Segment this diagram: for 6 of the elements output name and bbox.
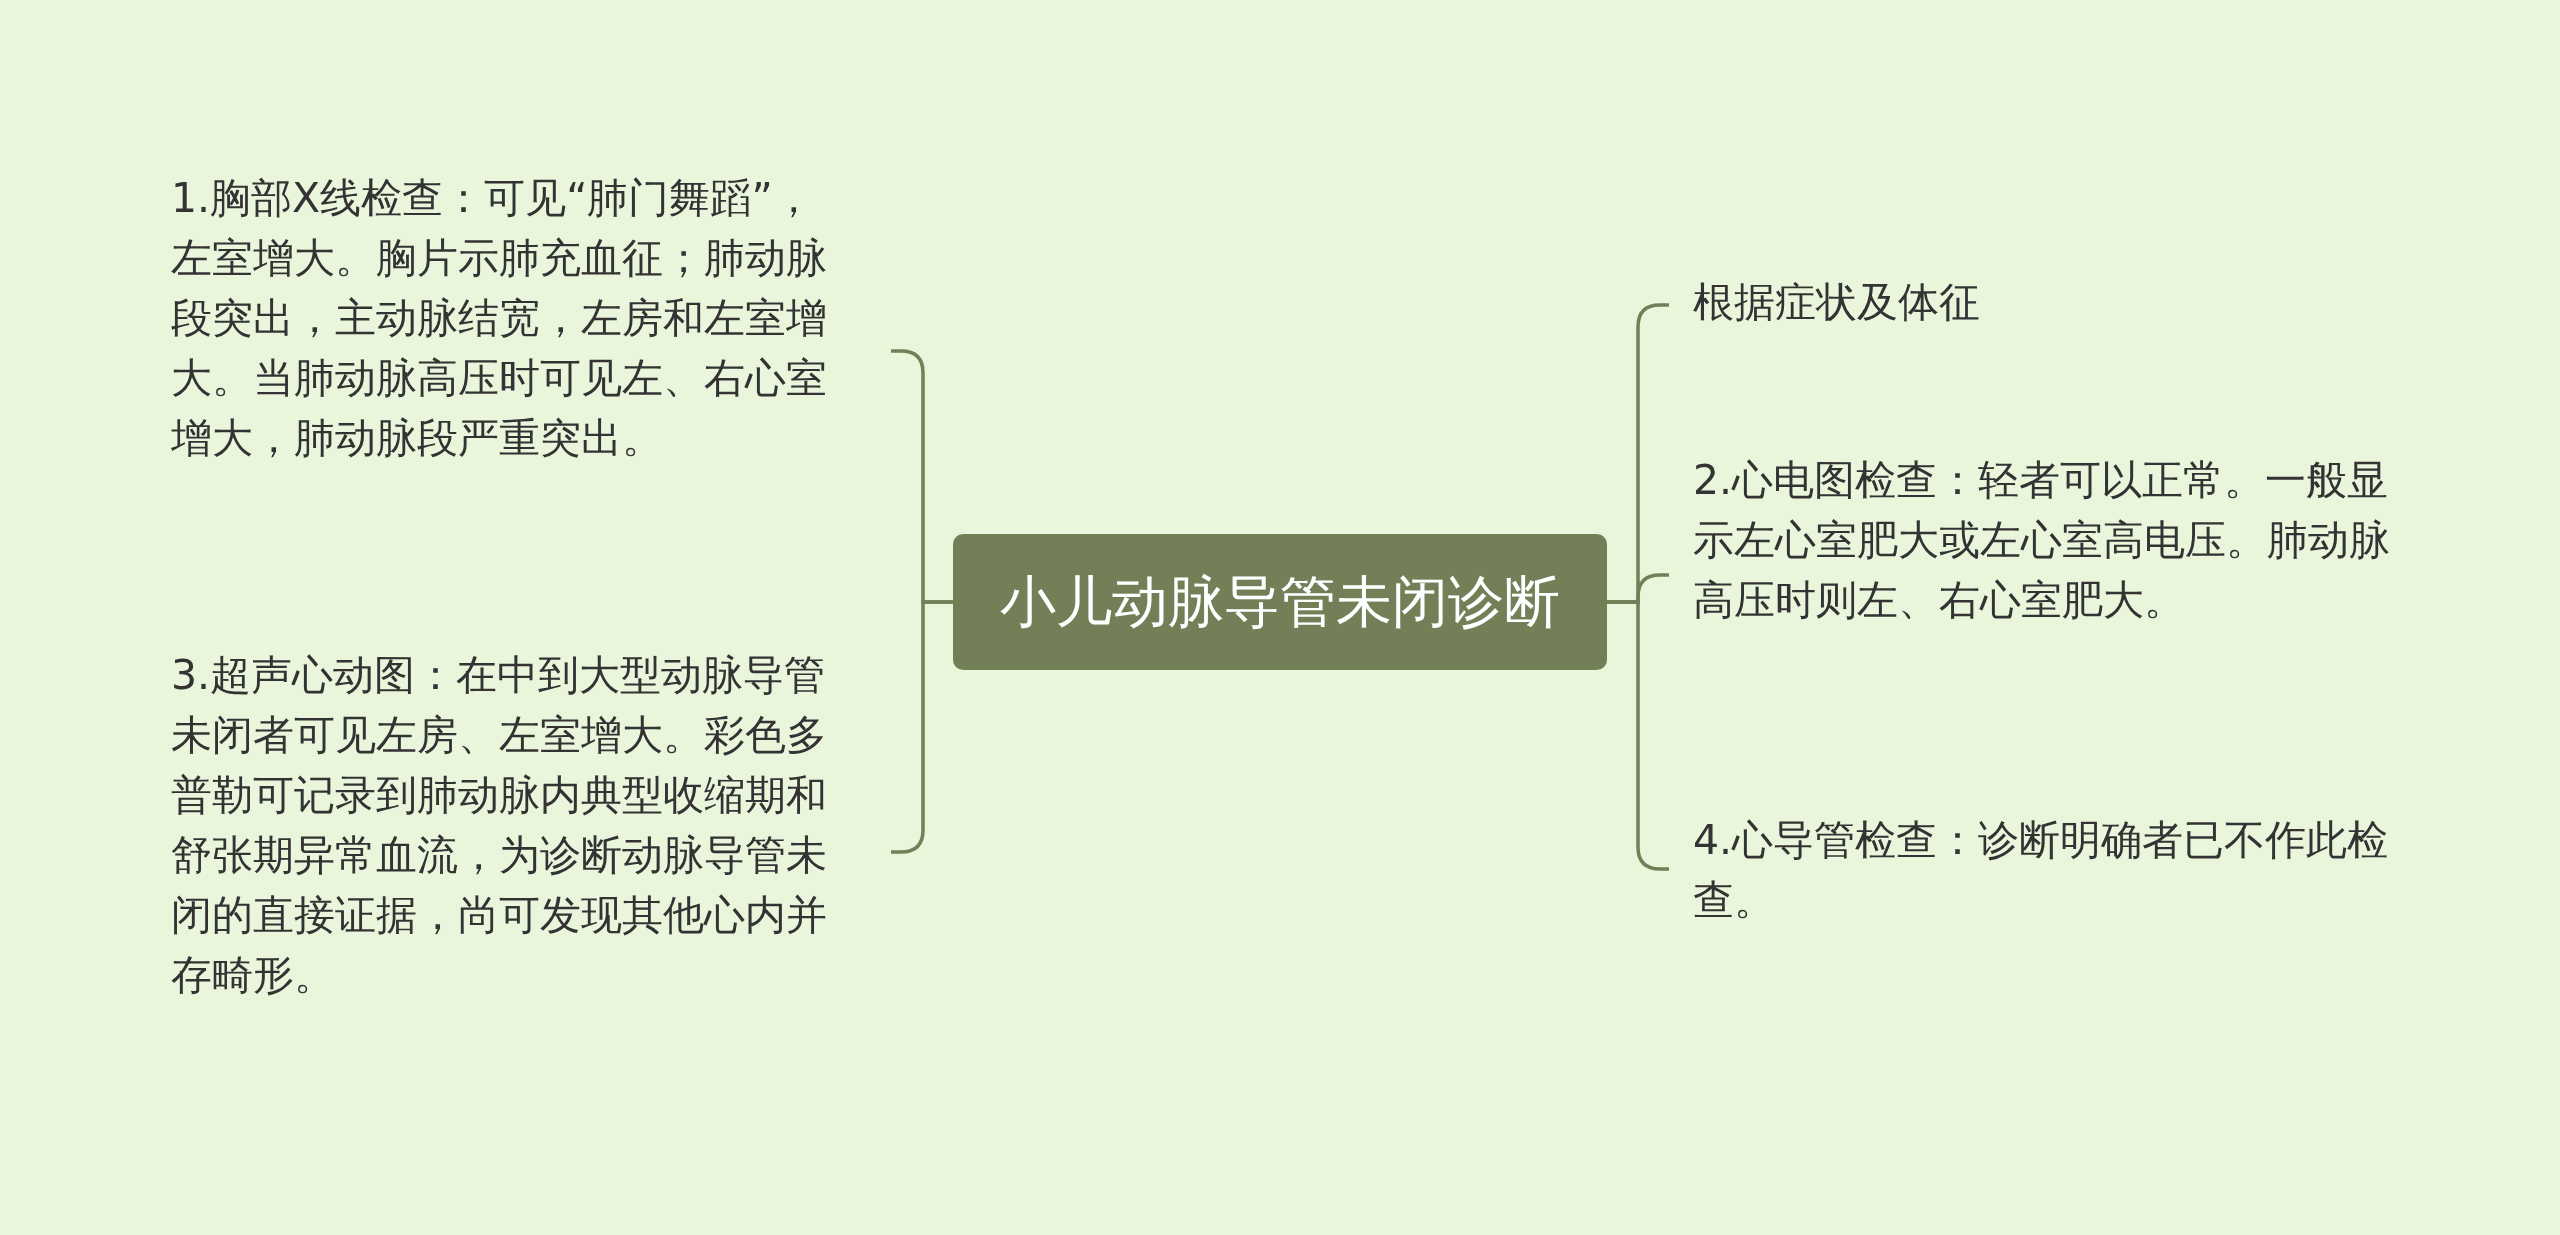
topic-text: 3.超声心动图：在中到大型动脉导管未闭者可见左房、左室增大。彩色多普勒可记录到肺动脉内典型收缩期和舒张期异常血流，为诊断动脉导管未闭的直接证据，尚可发现其他心内并存畸形。 [171, 645, 891, 1005]
topic-text: 1.胸部X线检查：可见“肺门舞蹈”，左室增大。胸片示肺充血征；肺动脉段突出，主动脉结宽，左房和左室增大。当肺动脉高压时可见左、右心室增大，肺动脉段严重突出。 [171, 168, 891, 468]
topic-text: 根据症状及体征 [1669, 272, 2399, 332]
topic-text: 4.心导管检查：诊断明确者已不作此检查。 [1669, 810, 2399, 930]
central-topic-box: 小儿动脉导管未闭诊断 [953, 534, 1607, 670]
topic-text: 2.心电图检查：轻者可以正常。一般显示左心室肥大或左心室高电压。肺动脉高压时则左、右心室肥大。 [1669, 450, 2399, 630]
